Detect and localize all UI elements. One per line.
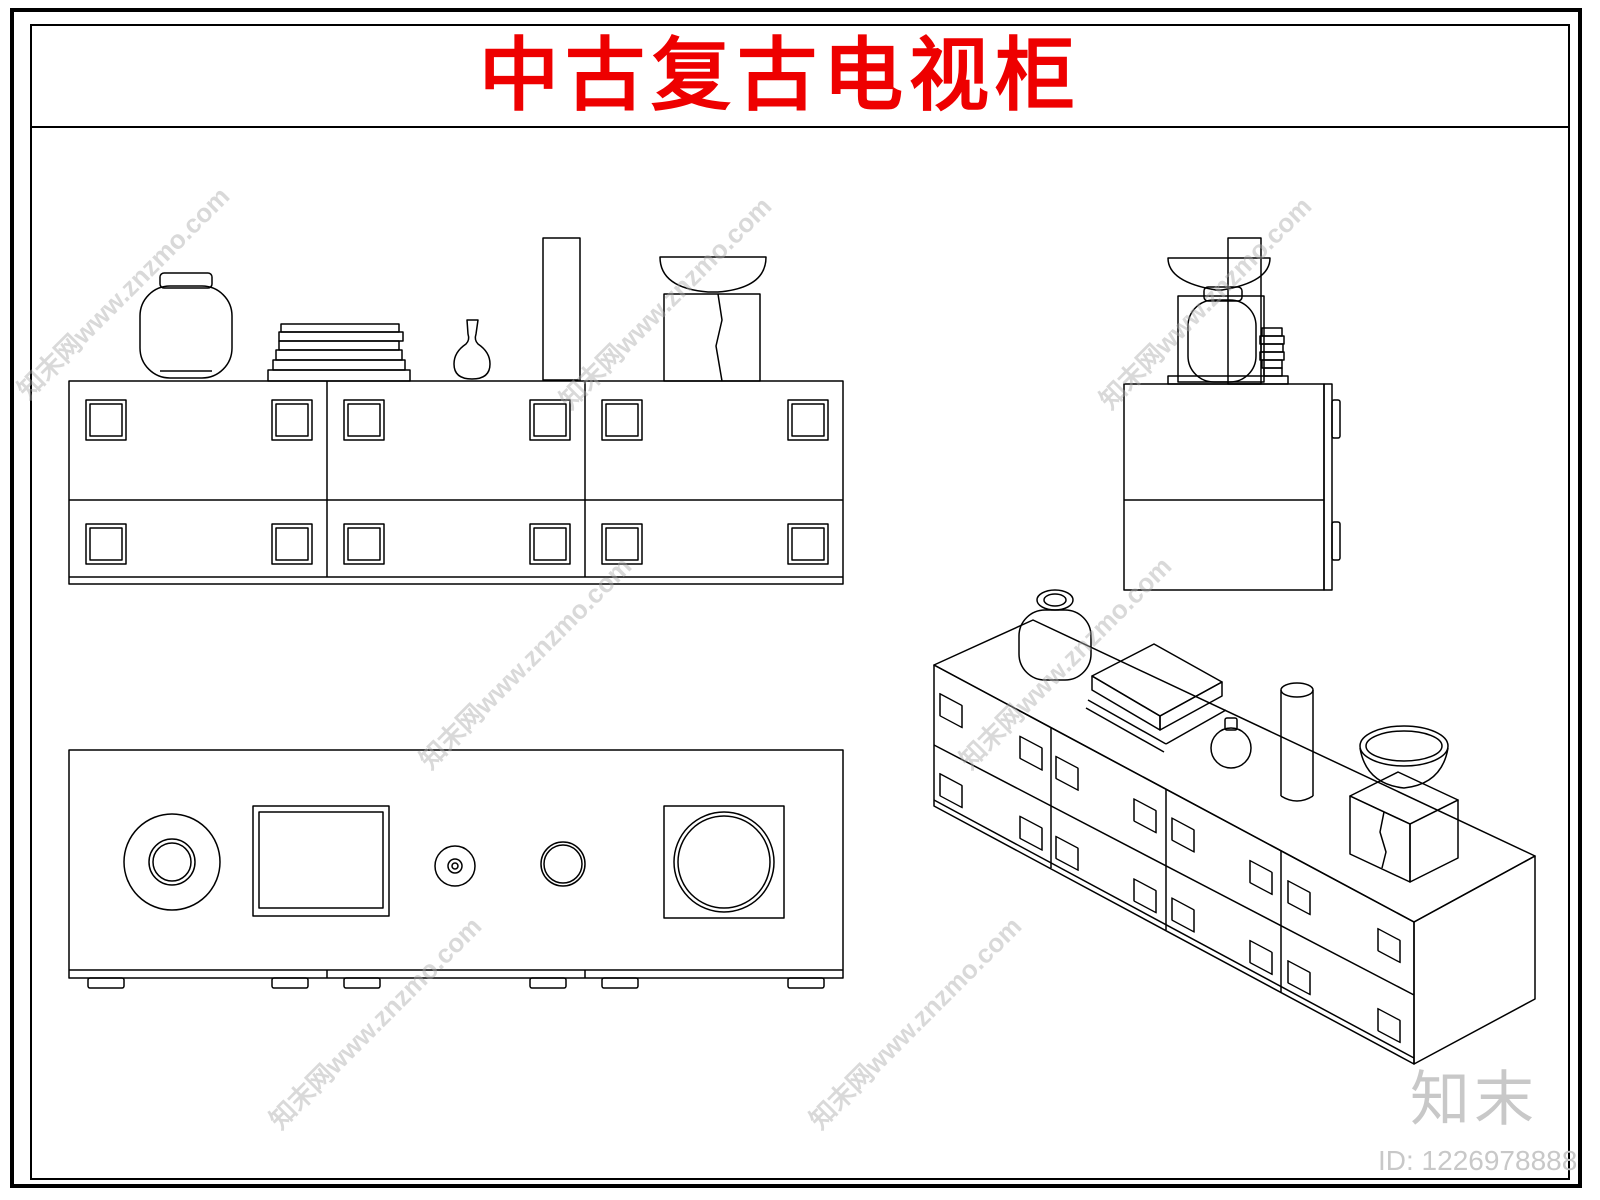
cabinet-body (68, 380, 844, 585)
inner-border (30, 24, 1570, 1180)
iso-top (933, 619, 1536, 923)
iso-jar (1018, 589, 1092, 681)
watermark-id: ID: 1226978888 (1378, 1145, 1578, 1176)
iso-handles (939, 692, 1401, 1044)
iso-books (1085, 643, 1227, 753)
watermark-logo: 知末 (1410, 1065, 1538, 1135)
isometric-view (933, 589, 1536, 1065)
iso-vase (1210, 717, 1252, 769)
front-elevation (68, 237, 844, 585)
side-elevation (1123, 237, 1341, 591)
cylinder-decor (542, 237, 581, 381)
iso-side (1413, 855, 1536, 1065)
outer-border (10, 8, 1582, 1188)
bowl-on-block (659, 256, 767, 382)
plan-outline (68, 749, 844, 979)
drawing-title: 中古复古电视柜 (479, 28, 1081, 122)
iso-bowl-block (1349, 725, 1459, 883)
jar-decor (139, 272, 233, 379)
book-stack (267, 323, 411, 382)
title-block: 中古复古电视柜 (30, 24, 1570, 128)
small-vase (453, 319, 491, 380)
drawer-handles (85, 399, 829, 565)
iso-cylinder (1280, 682, 1314, 802)
top-plan (68, 749, 844, 989)
